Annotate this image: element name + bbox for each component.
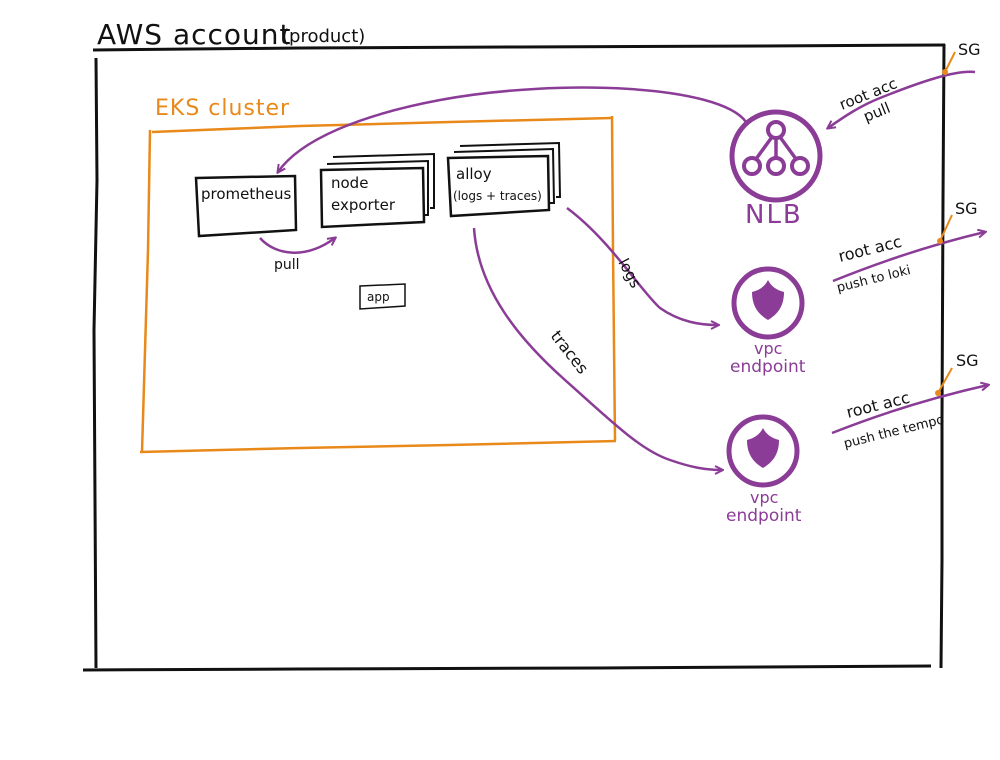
push-loki-label-line1: root acc [836,232,903,266]
alloy-label-line2: (logs + traces) [453,189,542,203]
sg-label-tempo: SG [956,351,979,370]
vpc-endpoint-tempo-label-line2: endpoint [726,506,802,526]
vpc-endpoint-loki-label-line1: vpc [754,339,782,358]
nlb-icon [729,109,823,203]
sg-leader-nlb [944,51,956,73]
nlb-to-prometheus-arrow [278,86,748,172]
eks-cluster-box [139,115,617,454]
sg-label-loki: SG [955,199,978,218]
logs-arrow [566,206,718,325]
sg-label-nlb: SG [958,40,981,59]
account-subtitle: (product) [282,26,365,47]
vpc-endpoint-loki-icon [731,266,805,340]
cluster-label: EKS cluster [155,96,290,121]
vpc-endpoint-tempo-icon [726,414,800,488]
app-label: app [367,290,390,304]
alloy-box [446,141,562,218]
push-tempo-arrow [831,385,988,435]
node-exporter-label-line1: node [331,174,368,192]
pull-arrow [259,238,335,254]
vpc-endpoint-loki-label-line2: endpoint [730,357,806,377]
prometheus-label: prometheus [201,185,292,203]
app-box [359,283,406,310]
node-exporter-box [319,152,435,229]
vpc-endpoint-tempo-label-line1: vpc [750,488,778,507]
alloy-label-line1: alloy [456,165,492,183]
sg-leader-tempo [937,367,953,394]
root-pull-arrow [828,70,976,128]
account-title: AWS account [97,18,292,51]
sg-leader-loki [939,214,953,242]
prometheus-box [194,174,298,238]
pull-label: pull [274,257,300,273]
push-loki-label-line2: push to loki [835,263,912,296]
aws-account-box [82,43,946,672]
node-exporter-label-line2: exporter [331,196,396,214]
push-loki-arrow [832,232,985,283]
traces-arrow [472,227,722,470]
nlb-label: NLB [745,200,803,230]
